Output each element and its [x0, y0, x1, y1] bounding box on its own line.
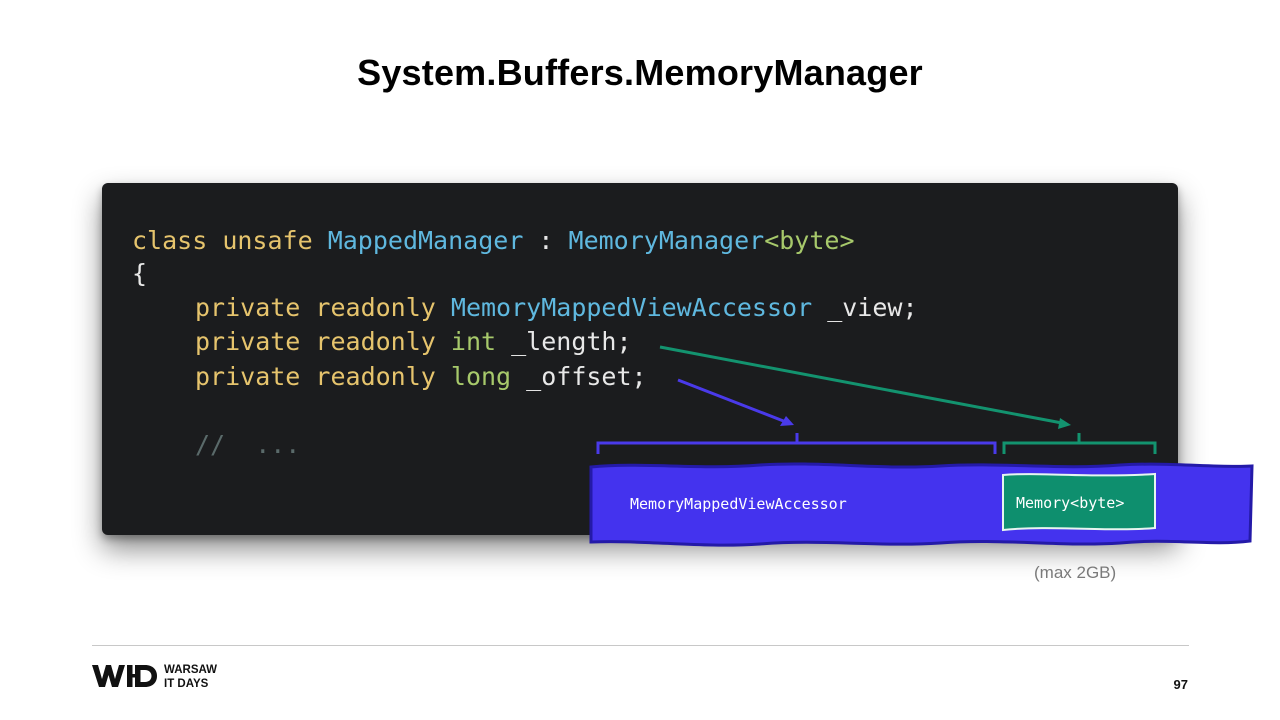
- field-type: int: [450, 327, 497, 356]
- modifier-private: private: [195, 293, 301, 322]
- wid-logo-icon: [92, 665, 157, 687]
- class-name: MappedManager: [327, 226, 524, 255]
- memory-label: Memory<byte>: [1016, 494, 1125, 512]
- logo-text: WARSAW IT DAYS: [164, 663, 217, 691]
- base-class-name: MemoryManager: [568, 226, 765, 255]
- modifier-readonly: readonly: [315, 362, 436, 391]
- field-type: MemoryMappedViewAccessor: [450, 293, 813, 322]
- field-name: _view;: [812, 293, 918, 322]
- colon-separator: :: [523, 226, 569, 255]
- code-line-offset-field: private readonly long _offset;: [195, 362, 647, 392]
- code-line-open-brace: {: [132, 259, 147, 289]
- code-comment: // ...: [195, 430, 301, 459]
- code-line-view-field: private readonly MemoryMappedViewAccesso…: [195, 293, 918, 323]
- max-size-note: (max 2GB): [1034, 563, 1117, 582]
- logo-text-line2: IT DAYS: [164, 678, 209, 690]
- logo-text-line1: WARSAW: [164, 664, 218, 676]
- keyword-class: class: [132, 226, 208, 255]
- modifier-readonly: readonly: [315, 293, 436, 322]
- accessor-label: MemoryMappedViewAccessor: [630, 495, 847, 513]
- modifier-private: private: [195, 327, 301, 356]
- modifier-readonly: readonly: [315, 327, 436, 356]
- slide-title: System.Buffers.MemoryManager: [357, 52, 923, 93]
- page-number: 97: [1173, 677, 1188, 692]
- footer-divider: [92, 645, 1189, 646]
- code-line-length-field: private readonly int _length;: [195, 327, 632, 357]
- code-line-class-declaration: class unsafe MappedManager : MemoryManag…: [132, 226, 855, 256]
- keyword-unsafe: unsafe: [222, 226, 313, 255]
- open-brace: {: [132, 259, 148, 288]
- field-name: _length;: [496, 327, 632, 356]
- modifier-private: private: [195, 362, 301, 391]
- field-name: _offset;: [511, 362, 647, 391]
- code-line-comment: // ...: [195, 430, 300, 460]
- generic-argument: <byte>: [764, 226, 855, 255]
- field-type: long: [450, 362, 512, 391]
